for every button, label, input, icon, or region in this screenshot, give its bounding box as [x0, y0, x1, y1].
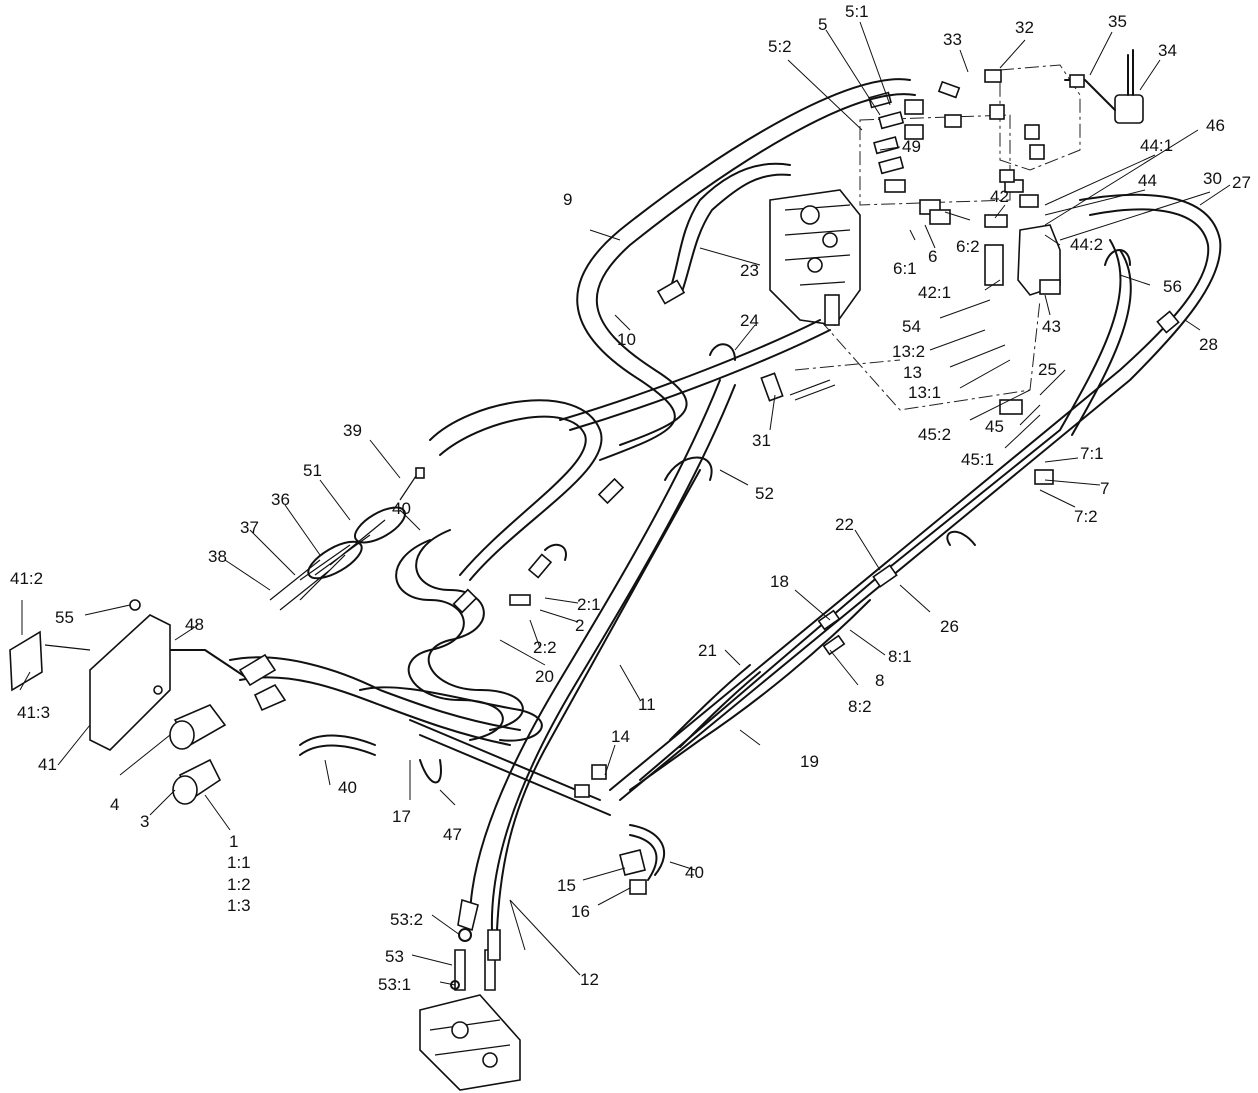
callout-20: 20	[535, 667, 554, 686]
callout-40-a: 40	[392, 499, 411, 518]
callout-27: 27	[1232, 173, 1251, 192]
callout-11: 11	[638, 695, 656, 714]
callout-44-2: 44:2	[1070, 235, 1103, 254]
callout-32: 32	[1015, 18, 1034, 37]
callout-53-2: 53:2	[390, 910, 423, 929]
callout-21: 21	[698, 641, 717, 660]
callout-10: 10	[617, 330, 636, 349]
callout-53: 53	[385, 947, 404, 966]
callout-49: 49	[902, 137, 921, 156]
misc-fittings	[419, 249, 1180, 895]
callout-47: 47	[443, 825, 462, 844]
callout-30: 30	[1203, 169, 1222, 188]
callout-2: 2	[575, 616, 584, 635]
callout-36: 36	[271, 490, 290, 509]
callout-2-2: 2:2	[533, 638, 557, 657]
callout-54: 54	[902, 317, 921, 336]
callout-45-2: 45:2	[918, 425, 951, 444]
callout-22: 22	[835, 515, 854, 534]
callout-15: 15	[557, 876, 576, 895]
callout-2-1: 2:1	[577, 595, 601, 614]
callout-leaders	[19, 21, 1231, 986]
callout-6-2: 6:2	[956, 237, 980, 256]
callout-37: 37	[240, 518, 259, 537]
callout-26: 26	[940, 617, 959, 636]
callout-41-2: 41:2	[10, 569, 43, 588]
callout-6-1: 6:1	[893, 259, 917, 278]
callout-16: 16	[571, 902, 590, 921]
callout-14: 14	[611, 727, 630, 746]
callout-31: 31	[752, 431, 771, 450]
callout-39: 39	[343, 421, 362, 440]
callout-1-3: 1:3	[227, 896, 251, 915]
callout-3: 3	[140, 812, 149, 831]
callout-6: 6	[928, 247, 937, 266]
callout-44: 44	[1138, 171, 1157, 190]
callout-43: 43	[1042, 317, 1061, 336]
callout-51: 51	[303, 461, 322, 480]
callout-40-b: 40	[338, 778, 357, 797]
callout-4: 4	[110, 795, 119, 814]
callout-44-1: 44:1	[1140, 136, 1173, 155]
lower-control-valve	[419, 898, 521, 1091]
callout-42: 42	[990, 187, 1009, 206]
upper-valve-assembly	[769, 49, 1144, 411]
callout-23: 23	[740, 261, 759, 280]
callout-5-1: 5:1	[845, 2, 869, 21]
callout-13: 13	[903, 363, 922, 382]
callout-56: 56	[1163, 277, 1182, 296]
callout-52: 52	[755, 484, 774, 503]
callout-41-3: 41:3	[17, 703, 50, 722]
callout-1-2: 1:2	[227, 875, 251, 894]
callout-55: 55	[55, 608, 74, 627]
callout-1-1: 1:1	[227, 853, 251, 872]
callout-5: 5	[818, 15, 827, 34]
callout-1: 1	[229, 832, 238, 851]
callout-46: 46	[1206, 116, 1225, 135]
callout-25: 25	[1038, 360, 1057, 379]
callout-40-c: 40	[685, 863, 704, 882]
callout-8: 8	[875, 671, 884, 690]
callout-38: 38	[208, 547, 227, 566]
callout-33: 33	[943, 30, 962, 49]
callout-5-2: 5:2	[768, 37, 792, 56]
callout-8-1: 8:1	[888, 647, 912, 666]
callout-17: 17	[392, 807, 411, 826]
callout-41: 41	[38, 755, 57, 774]
quick-coupler-bracket	[9, 599, 287, 805]
callout-48: 48	[185, 615, 204, 634]
callout-45-1: 45:1	[961, 450, 994, 469]
callout-35: 35	[1108, 12, 1127, 31]
callout-7-1: 7:1	[1080, 444, 1104, 463]
callout-7: 7	[1100, 479, 1109, 498]
callout-7-2: 7:2	[1074, 507, 1098, 526]
callout-53-1: 53:1	[378, 975, 411, 994]
spiral-wrap	[229, 529, 611, 816]
callout-42-1: 42:1	[918, 283, 951, 302]
callout-8-2: 8:2	[848, 697, 872, 716]
cable-ties	[269, 467, 425, 611]
callout-28: 28	[1199, 335, 1218, 354]
callout-12: 12	[580, 970, 599, 989]
callout-13-2: 13:2	[892, 342, 925, 361]
callout-13-1: 13:1	[908, 383, 941, 402]
callout-18: 18	[770, 572, 789, 591]
callout-9: 9	[563, 190, 572, 209]
hose-routing	[149, 78, 1222, 931]
callout-19: 19	[800, 752, 819, 771]
callout-labels: 5:2 5 5:1 33 32 35 34 46 44:1 44 30 27 4…	[10, 2, 1251, 994]
callout-45: 45	[985, 417, 1004, 436]
callout-24: 24	[740, 311, 759, 330]
callout-34: 34	[1158, 41, 1177, 60]
